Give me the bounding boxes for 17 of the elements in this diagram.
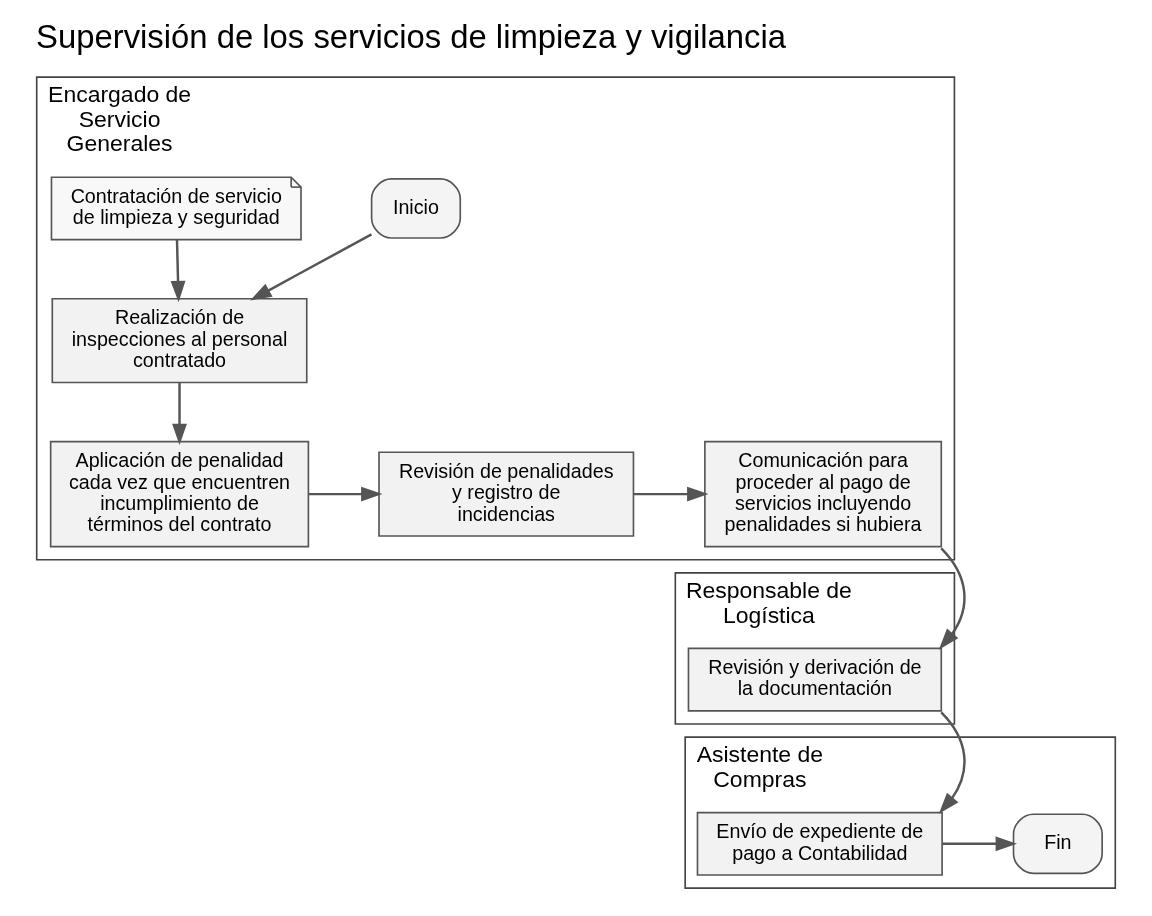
node-box: Fin: [1012, 813, 1103, 875]
diagram-title: Supervisión de los servicios de limpieza y vigilancia: [36, 17, 786, 55]
arrow: [938, 711, 966, 814]
node-box: Aplicación de penalidad cada vez que encuentren incumplimiento de términos del contrato: [49, 440, 310, 548]
node-box: Comunicación para proceder al pago de servicios incluyendo penalidades si hubiera: [704, 440, 943, 548]
arrow: [942, 836, 1017, 852]
node-box: Envío de expediente de pago a Contabilidad: [696, 811, 943, 876]
node-box: Revisión de penalidades y registro de incidencias: [378, 451, 635, 537]
arrow: [170, 239, 186, 303]
node-box: Realización de inspecciones al personal contratado: [51, 297, 308, 384]
arrow: [250, 233, 373, 301]
arrow: [938, 547, 966, 650]
arrow: [308, 486, 383, 502]
arrow: [172, 382, 187, 446]
arrow: [633, 486, 709, 502]
node-box: Inicio: [370, 178, 462, 239]
node-box: Revisión y derivación de la documentación: [687, 647, 943, 712]
